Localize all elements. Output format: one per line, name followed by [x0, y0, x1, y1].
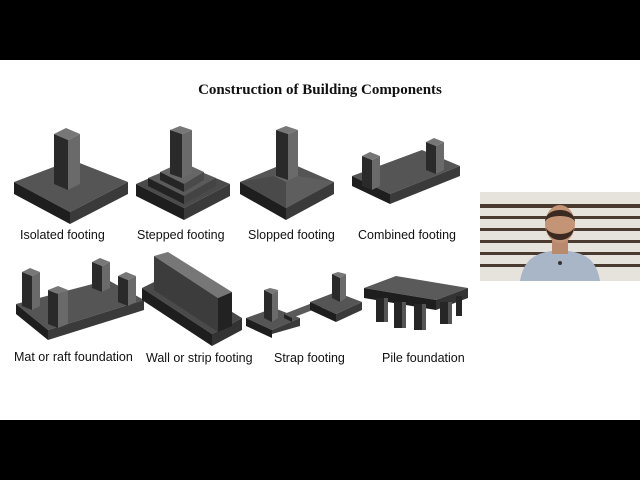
presenter-webcam — [480, 192, 640, 281]
stepped-footing-label: Stepped footing — [137, 228, 225, 242]
pile-foundation-label: Pile foundation — [382, 351, 465, 365]
combined-footing-figure — [352, 138, 460, 204]
stepped-footing-figure — [136, 126, 230, 220]
slopped-footing-figure — [240, 126, 334, 220]
slopped-footing-label: Slopped footing — [248, 228, 335, 242]
strap-footing-label: Strap footing — [274, 351, 345, 365]
isolated-footing-label: Isolated footing — [20, 228, 105, 242]
wall-strip-footing-figure — [142, 252, 242, 346]
wall-strip-footing-label: Wall or strip footing — [146, 351, 253, 365]
slide-title: Construction of Building Components — [198, 82, 442, 98]
presenter-video-icon — [480, 192, 640, 281]
mat-raft-foundation-label: Mat or raft foundation — [14, 350, 133, 364]
combined-footing-label: Combined footing — [358, 228, 456, 242]
isolated-footing-figure — [14, 128, 128, 224]
strap-footing-figure — [246, 272, 362, 338]
pile-foundation-figure — [364, 276, 468, 330]
mat-raft-foundation-figure — [16, 258, 144, 340]
